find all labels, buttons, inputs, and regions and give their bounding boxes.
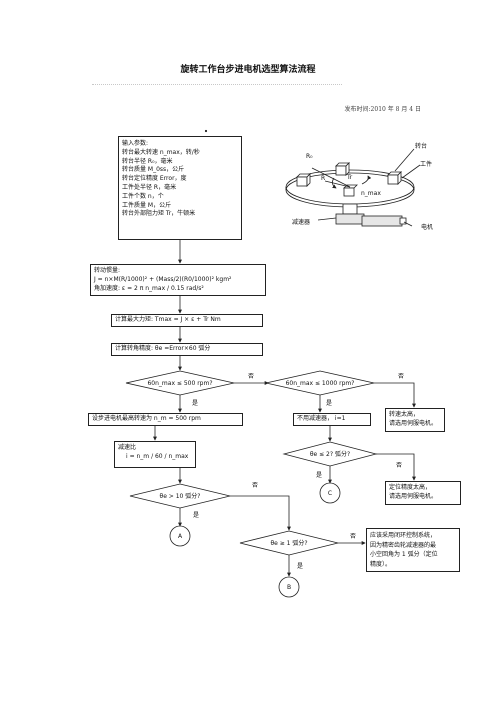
closed-loop-line: 应该采用闭环控制系统， [370,532,437,539]
decision-1-text: 60n_max ≤ 500 rpm? [147,380,212,387]
label-workpiece: 工件 [420,160,432,168]
input-line: 转台外部阻力矩 Tr，牛顿米 [122,210,196,218]
inertia-line: 角加速度: ε = 2 π n_max / 0.15 rad/s² [94,284,204,292]
speed-too-high-line: 转速太高， [389,411,420,418]
speed-too-high-box: 转速太高， 请选用伺服电机。 [385,408,445,432]
yes-label: 是 [326,400,332,407]
inertia-line: J = n×M(R/1000)² + (Mass/2)(R0/1000)² kg… [94,275,232,283]
decision-3-text: θe ≤ 2? 弧分? [310,450,350,458]
max-torque-box: 计算最大力矩: Tmax = J × ε + Tr Nm [111,314,263,327]
reduction-ratio-box: 减速比 i = n_m / 60 / n_max [114,441,196,468]
angle-precision-box: 计算转角精度: θe =Error×60 弧分 [111,343,263,356]
yes-label: 是 [297,563,303,570]
connector-c [319,482,341,504]
closed-loop-line: 精度）。 [370,560,392,568]
set-speed-text: 设步进电机最高转速为 n_m = 500 rpm [92,415,201,422]
input-line: 工件处半径 R，毫米 [122,183,177,191]
input-line: 工件质量 M，公斤 [122,201,172,209]
label-turntable: 转台 [415,142,427,150]
label-reducer: 减速器 [292,218,310,226]
inertia-line: 转动惯量: [94,267,121,274]
precision-too-high-line: 请选用伺服电机。 [389,492,438,500]
decision-5-text: θe ≥ 1 弧分? [270,539,307,547]
closed-loop-line: 因为精密齿轮减速器的最 [370,541,437,549]
max-torque-text: 计算最大力矩: Tmax = J × ε + Tr Nm [115,316,221,323]
label-r0: R₀ [306,153,313,160]
title-divider [92,84,342,85]
no-label: 否 [350,533,356,540]
connector-c-label: C [328,490,332,497]
input-line: 转台定位精度 Error，度 [122,175,187,183]
connector-a [169,525,191,547]
input-line: 转台质量 M_0ss，公斤 [122,166,185,174]
label-tr: Tr [346,174,353,181]
no-label: 否 [248,373,254,380]
label-motor: 电机 [421,223,433,231]
connector-b-label: B [287,584,291,591]
input-line: 转台半径 R₀，毫米 [122,157,173,165]
no-label: 否 [398,373,404,380]
reduction-line: i = n_m / 60 / n_max [126,452,189,460]
page-title: 旋转工作台步进电机选型算法流程 [180,65,316,75]
yes-label: 是 [316,472,322,479]
label-r: R [321,175,325,182]
inertia-box: 转动惯量: J = n×M(R/1000)² + (Mass/2)(R0/100… [90,264,266,296]
angle-precision-text: 计算转角精度: θe =Error×60 弧分 [115,345,211,352]
no-reducer-box: 不用减速器， i=1 [293,413,371,426]
connector-b [278,576,300,598]
reduction-line: 减速比 [118,444,137,451]
closed-loop-box: 应该采用闭环控制系统， 因为精密齿轮减速器的最 小空回角为 1 弧分（定位 精度… [366,528,460,572]
label-nmax: n_max [361,190,381,197]
input-line: 输入参数: [122,140,149,147]
input-line: 工件个数 n，个 [122,192,164,200]
turntable-illustration [285,148,421,227]
set-speed-box: 设步进电机最高转速为 n_m = 500 rpm [88,413,243,426]
publish-date: 发布时间:2010 年 8 月 4 日 [344,106,421,113]
yes-label: 是 [192,400,198,407]
precision-too-high-box: 定位精度太高， 请选用伺服电机。 [385,481,461,505]
input-line: 转台最大转速 n_max，转/秒 [122,148,200,156]
speed-too-high-line: 请选用伺服电机。 [389,419,438,427]
no-label: 否 [252,482,258,489]
decision-4-text: θe > 10 弧分? [160,492,201,500]
yes-label: 是 [193,512,199,519]
decision-2-text: 60n_max ≤ 1000 rpm? [286,380,355,387]
input-parameters-box: 输入参数: 转台最大转速 n_max，转/秒 转台半径 R₀，毫米 转台质量 M… [118,136,242,240]
precision-too-high-line: 定位精度太高， [389,484,432,491]
connector-a-label: A [178,533,183,540]
closed-loop-line: 小空回角为 1 弧分（定位 [370,551,438,559]
no-reducer-text: 不用减速器， i=1 [297,415,346,422]
no-label: 否 [396,462,402,469]
